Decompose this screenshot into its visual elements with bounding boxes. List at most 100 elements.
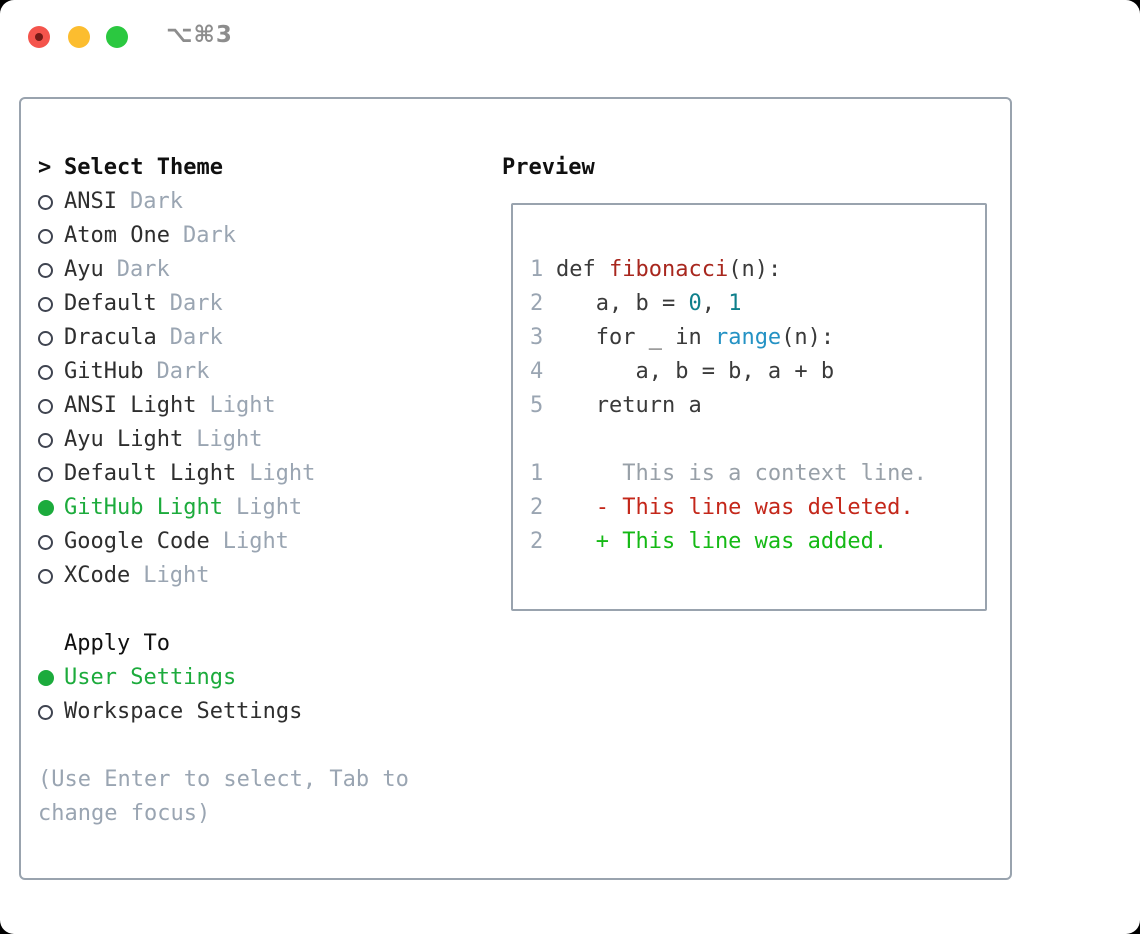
code-line: 4 a, b = b, a + b: [530, 355, 927, 389]
maximize-button-icon[interactable]: [106, 26, 128, 48]
radio-unselected-icon: [38, 389, 64, 423]
theme-option[interactable]: GitHub Dark: [38, 355, 478, 389]
theme-option[interactable]: GitHub Light Light: [38, 491, 478, 525]
code-segment: 0: [688, 291, 702, 316]
theme-variant-tag: Light: [235, 495, 303, 520]
close-button-icon[interactable]: [28, 26, 50, 48]
title-bar: ⌥⌘3: [0, 0, 1140, 70]
preview-title: Preview: [502, 155, 595, 180]
code-line: 3 for _ in range(n):: [530, 321, 927, 355]
theme-list-header-row: > Select Theme: [38, 151, 478, 185]
code-segment: def: [556, 257, 609, 282]
code-segment: 1: [728, 291, 742, 316]
line-number: 4: [530, 359, 544, 384]
code-line: 2 + This line was added.: [530, 525, 927, 559]
code-segment: - This line was deleted.: [556, 495, 914, 520]
code-segment: (n):: [781, 325, 835, 350]
theme-name: Default: [64, 291, 157, 316]
theme-variant-tag: Dark: [182, 223, 236, 248]
radio-unselected-icon: [38, 525, 64, 559]
marker-spacer: [38, 627, 64, 661]
line-number: 1: [530, 257, 544, 282]
theme-option[interactable]: Google Code Light: [38, 525, 478, 559]
code-line: 2 a, b = 0, 1: [530, 287, 927, 321]
radio-unselected-icon: [38, 355, 64, 389]
code-segment: ,: [701, 291, 729, 316]
apply-target-name: Workspace Settings: [64, 699, 303, 724]
line-number: 2: [530, 529, 544, 554]
apply-target-name: User Settings: [64, 665, 237, 690]
code-line: 1 This is a context line.: [530, 457, 927, 491]
theme-variant-tag: Light: [222, 529, 289, 554]
spacer: [38, 593, 478, 627]
theme-variant-tag: Dark: [156, 359, 210, 384]
radio-unselected-icon: [38, 253, 64, 287]
theme-variant-tag: Light: [249, 461, 316, 486]
code-segment: for _ in: [556, 325, 715, 350]
code-line: 2 - This line was deleted.: [530, 491, 927, 525]
line-number: 2: [530, 291, 544, 316]
theme-name: XCode: [64, 563, 131, 588]
theme-variant-tag: Dark: [129, 189, 183, 214]
radio-unselected-icon: [38, 559, 64, 593]
theme-option[interactable]: Dracula Dark: [38, 321, 478, 355]
radio-unselected-icon: [38, 219, 64, 253]
theme-name: Dracula: [64, 325, 157, 350]
code-segment: fibonacci: [608, 257, 729, 282]
code-line: [530, 423, 927, 457]
theme-option[interactable]: Default Dark: [38, 287, 478, 321]
code-segment: a, b =: [556, 291, 689, 316]
line-number: 2: [530, 495, 544, 520]
line-number: [530, 423, 556, 457]
code-segment: + This line was added.: [556, 529, 888, 554]
apply-target-option[interactable]: Workspace Settings: [38, 695, 478, 729]
theme-name: GitHub Light: [64, 495, 223, 520]
theme-variant-tag: Light: [143, 563, 210, 588]
code-segment: return a: [556, 393, 702, 418]
keyboard-hint: (Use Enter to select, Tab to change focu…: [38, 767, 409, 826]
code-segment: a, b = b, a + b: [556, 359, 835, 384]
code-segment: This is a context line.: [556, 461, 927, 486]
radio-unselected-icon: [38, 287, 64, 321]
theme-variant-tag: Light: [209, 393, 276, 418]
window-title: ⌥⌘3: [166, 22, 233, 48]
theme-option[interactable]: ANSI Dark: [38, 185, 478, 219]
code-segment: range: [714, 325, 782, 350]
minimize-button-icon[interactable]: [68, 26, 90, 48]
radio-selected-icon: [38, 661, 64, 695]
theme-variant-tag: Dark: [169, 325, 223, 350]
theme-option[interactable]: Atom One Dark: [38, 219, 478, 253]
theme-name: Ayu Light: [64, 427, 184, 452]
theme-variant-tag: Light: [196, 427, 263, 452]
theme-name: GitHub: [64, 359, 144, 384]
theme-variant-tag: Dark: [116, 257, 170, 282]
theme-name: Atom One: [64, 223, 170, 248]
radio-unselected-icon: [38, 185, 64, 219]
code-segment: (n):: [728, 257, 782, 282]
theme-name: ANSI: [64, 189, 117, 214]
theme-list-title: Select Theme: [64, 155, 223, 180]
code-line: 1 def fibonacci(n):: [530, 253, 927, 287]
code-line: 5 return a: [530, 389, 927, 423]
radio-unselected-icon: [38, 321, 64, 355]
apply-target-option[interactable]: User Settings: [38, 661, 478, 695]
cursor-icon: >: [38, 155, 52, 180]
radio-selected-icon: [38, 491, 64, 525]
apply-to-title: Apply To: [64, 631, 170, 656]
line-number: 5: [530, 393, 544, 418]
theme-name: Google Code: [64, 529, 210, 554]
apply-to-header-row: Apply To: [38, 627, 478, 661]
theme-option[interactable]: XCode Light: [38, 559, 478, 593]
theme-option[interactable]: Ayu Light Light: [38, 423, 478, 457]
theme-variant-tag: Dark: [169, 291, 223, 316]
radio-unselected-icon: [38, 695, 64, 729]
